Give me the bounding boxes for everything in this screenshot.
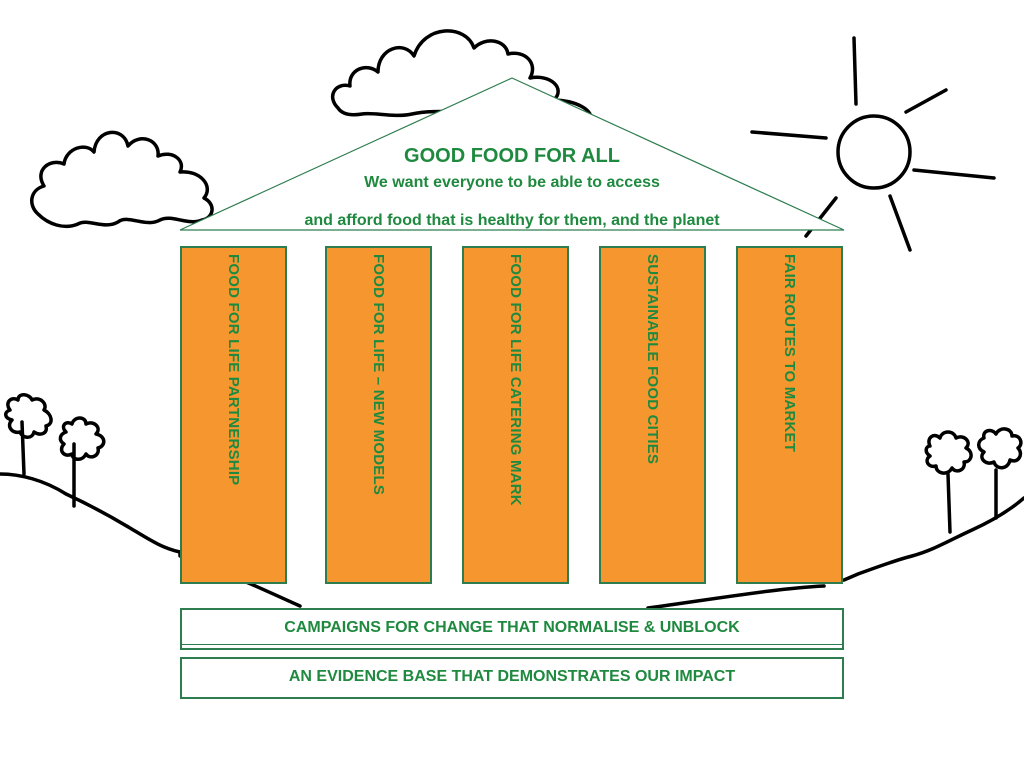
- cloud-icon-left: [30, 130, 214, 229]
- foundation-evidence-label: AN EVIDENCE BASE THAT DEMONSTRATES OUR I…: [288, 668, 736, 685]
- tree-icon-2: [58, 416, 106, 508]
- pillar-label: FAIR ROUTES TO MARKET: [781, 254, 798, 453]
- pillar-fair-routes-to-market: FAIR ROUTES TO MARKET: [736, 246, 843, 584]
- pillar-food-for-life-new-models: FOOD FOR LIFE – NEW MODELS: [325, 246, 432, 584]
- pillar-sustainable-food-cities: SUSTAINABLE FOOD CITIES: [599, 246, 706, 584]
- foundation-campaigns: CAMPAIGNS FOR CHANGE THAT NORMALISE & UN…: [180, 608, 844, 650]
- foundation-campaigns-label: CAMPAIGNS FOR CHANGE THAT NORMALISE & UN…: [284, 619, 740, 636]
- pillar-label: FOOD FOR LIFE – NEW MODELS: [370, 254, 387, 496]
- tree-icon-4: [977, 427, 1023, 520]
- pillar-label: FOOD FOR LIFE CATERING MARK: [507, 254, 524, 506]
- foundation-evidence-base: AN EVIDENCE BASE THAT DEMONSTRATES OUR I…: [180, 657, 844, 699]
- sun-icon: [836, 114, 912, 190]
- roof-title: GOOD FOOD FOR ALL: [404, 145, 620, 167]
- pillar-label: FOOD FOR LIFE PARTNERSHIP: [225, 254, 242, 486]
- tree-icon-3: [924, 430, 973, 534]
- tree-icon-1: [4, 393, 53, 476]
- roof-pediment: [179, 77, 845, 231]
- roof-subtitle-line-1: We want everyone to be able to access: [364, 174, 660, 191]
- roof-subtitle-line-2: and afford food that is healthy for them…: [304, 212, 720, 229]
- hill-icon-right: [646, 496, 1024, 610]
- pillar-food-for-life-partnership: FOOD FOR LIFE PARTNERSHIP: [180, 246, 287, 584]
- cloud-icon-top: [331, 29, 593, 132]
- pillar-food-for-life-catering-mark: FOOD FOR LIFE CATERING MARK: [462, 246, 569, 584]
- pillar-label: SUSTAINABLE FOOD CITIES: [644, 254, 661, 465]
